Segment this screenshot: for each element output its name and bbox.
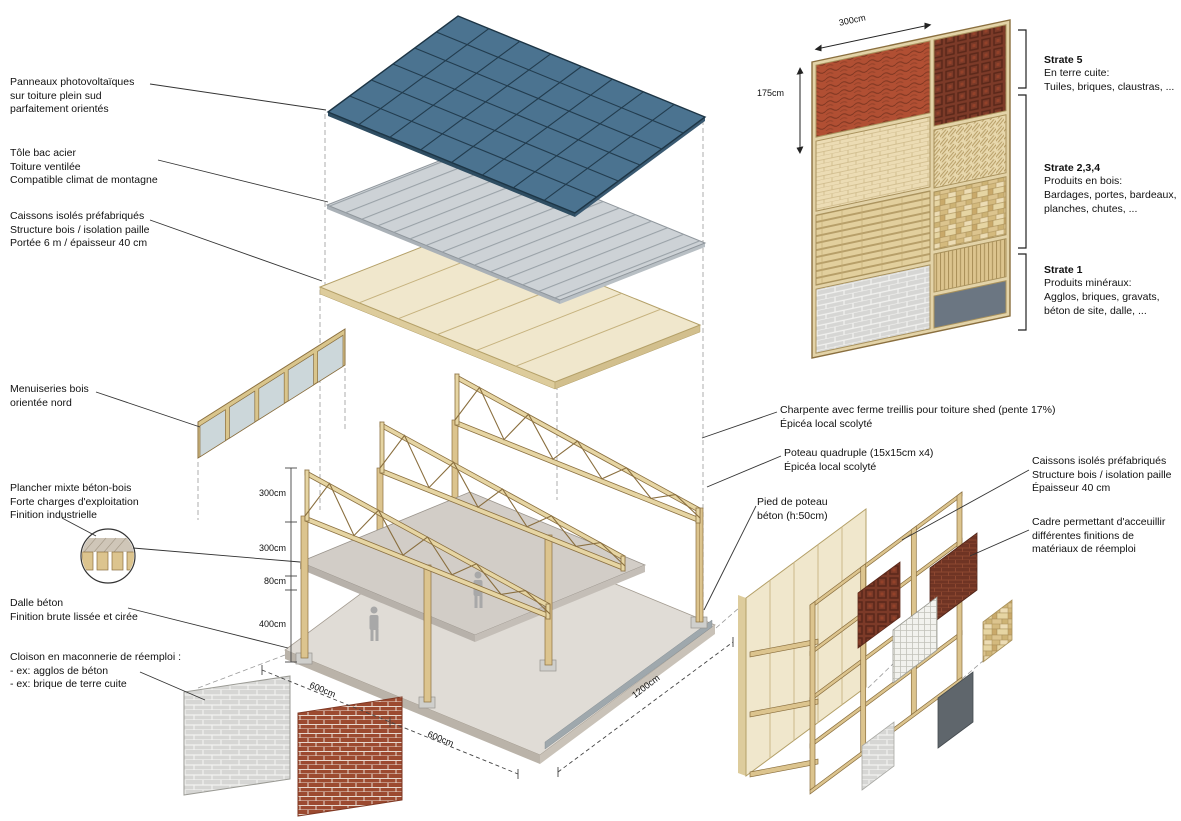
material-palette [796, 19, 1027, 359]
windows-band [197, 328, 346, 459]
label-mixed-floor: Plancher mixte béton-bois Forte charges … [10, 482, 139, 522]
strate-5-body: En terre cuite: Tuiles, briques, claustr… [1044, 67, 1175, 93]
strate-234-title: Strate 2,3,4 [1044, 161, 1101, 174]
label-photovoltaic: Panneaux photovoltaïques sur toiture ple… [10, 76, 135, 116]
strate-1-body: Produits minéraux: Agglos, briques, grav… [1044, 277, 1160, 317]
ground-dimension-lines [261, 637, 734, 779]
swatch-dark-panel-small [937, 671, 974, 749]
dim-height-80: 80cm [263, 576, 286, 586]
dim-height-300-upper: 300cm [258, 488, 286, 498]
window-pane [258, 371, 285, 421]
height-dimension-chain [285, 467, 297, 663]
facade-assembly [738, 491, 1013, 795]
swatch-wood-hatch [933, 114, 1007, 189]
steel-roof-layer [325, 147, 707, 304]
strate-234-body: Produits en bois: Bardages, portes, bard… [1044, 175, 1177, 215]
label-concrete-slab: Dalle béton Finition brute lissée et cir… [10, 597, 138, 623]
slab-edge-beam [544, 619, 713, 750]
dim-height-400: 400cm [258, 619, 286, 629]
strate-1-title: Strate 1 [1044, 263, 1083, 276]
window-pane [287, 353, 314, 402]
swatch-gray-panel [933, 280, 1007, 329]
strate-brackets [1018, 29, 1027, 331]
truss-front [304, 469, 551, 620]
label-joinery: Menuiseries bois orientée nord [10, 383, 89, 409]
window-pane [317, 334, 344, 384]
palette-dimension-lines [796, 22, 932, 154]
label-insulated-boxes-right: Caissons isolés préfabriqués Structure b… [1032, 455, 1172, 495]
label-truss-frame: Charpente avec ferme treillis pour toitu… [780, 404, 1056, 430]
label-reuse-masonry: Cloison en maconnerie de réemploi : - ex… [10, 651, 182, 691]
strate-5-title: Strate 5 [1044, 53, 1083, 66]
leader-lines [61, 83, 1030, 701]
swatch-gray-brick-small [861, 721, 895, 791]
swatch-terracotta-tiles [815, 40, 931, 138]
insulation-panels-layer [318, 229, 702, 390]
window-pane [199, 409, 226, 458]
label-steel-roof: Tôle bac acier Toiture ventilée Compatib… [10, 147, 158, 187]
human-figure-slab [369, 606, 379, 641]
swatch-shingles [815, 116, 931, 212]
swatch-mesh-small [892, 596, 938, 684]
truss-back [454, 373, 701, 524]
dim-palette-height: 175cm [757, 88, 785, 98]
swatch-wood-small [982, 599, 1013, 663]
dim-height-300-lower: 300cm [258, 543, 286, 553]
swatch-wood-offcuts [933, 176, 1007, 251]
truss-middle [379, 421, 626, 572]
swatch-claustra [933, 24, 1007, 127]
label-insulated-boxes-left: Caissons isolés préfabriqués Structure b… [10, 210, 150, 250]
timber-trusses [304, 373, 701, 620]
swatch-wood-planks [815, 190, 931, 286]
label-reuse-frame: Cadre permettant d'acceuillir différente… [1032, 516, 1166, 556]
photovoltaic-panels-layer [326, 15, 707, 217]
wall-sample-concrete-blocks [183, 675, 291, 796]
label-quadruple-post: Poteau quadruple (15x15cm x4) Épicéa loc… [784, 447, 934, 473]
swatch-vertical-boards [933, 238, 1007, 293]
swatch-gray-blocks [815, 264, 931, 354]
swatch-claustra-small [857, 561, 901, 649]
floor-detail-circle [80, 528, 136, 584]
label-post-footing: Pied de poteau béton (h:50cm) [757, 496, 828, 522]
window-pane [229, 390, 256, 439]
swatch-dark-brick-small [929, 532, 978, 626]
wall-sample-red-brick [297, 696, 403, 817]
